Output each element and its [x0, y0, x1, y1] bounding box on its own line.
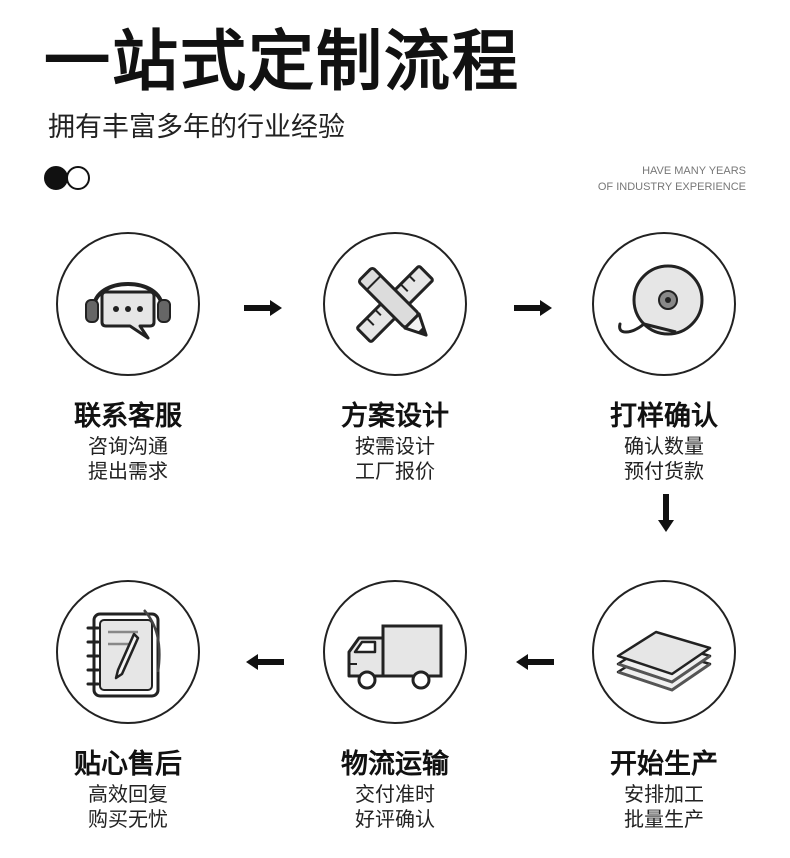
step-desc-line2: 预付货款	[624, 459, 704, 483]
step-desc-line2: 批量生产	[624, 807, 704, 831]
step-icon-circle	[323, 580, 467, 724]
paper-stack-icon	[616, 630, 712, 692]
step-desc-line2: 购买无忧	[88, 807, 168, 831]
page-subtitle: 拥有丰富多年的行业经验	[48, 112, 345, 143]
step-plan-design: 方案设计 按需设计 工厂报价	[295, 232, 495, 484]
step-title: 物流运输	[341, 749, 449, 780]
step-contact-service: 联系客服 咨询沟通 提出需求	[28, 232, 228, 484]
step-desc-line1: 交付准时	[355, 782, 435, 806]
step-desc-line1: 高效回复	[88, 782, 168, 806]
outline-dot-icon	[66, 166, 90, 190]
step-title: 打样确认	[610, 401, 718, 432]
step-desc-line1: 咨询沟通	[88, 434, 168, 458]
step-icon-circle	[592, 580, 736, 724]
step-desc-line1: 按需设计	[355, 434, 435, 458]
step-desc-line2: 工厂报价	[355, 459, 435, 483]
step-icon-circle	[592, 232, 736, 376]
step-desc-line1: 确认数量	[624, 434, 704, 458]
arrow-right-icon	[514, 300, 552, 316]
step-icon-circle	[56, 232, 200, 376]
step-title: 方案设计	[341, 401, 449, 432]
tape-measure-icon	[618, 264, 704, 336]
step-logistics: 物流运输 交付准时 好评确认	[295, 580, 495, 832]
decorative-dots	[44, 166, 94, 192]
notebook-icon	[86, 609, 161, 698]
step-desc-line1: 安排加工	[624, 782, 704, 806]
step-icon-circle	[56, 580, 200, 724]
headset-chat-icon	[85, 282, 171, 340]
pencil-ruler-icon	[356, 265, 434, 343]
step-title: 开始生产	[610, 749, 718, 780]
english-tagline-line1: HAVE MANY YEARS	[642, 165, 746, 177]
delivery-truck-icon	[347, 624, 443, 690]
step-desc-line2: 提出需求	[88, 459, 168, 483]
page-title: 一站式定制流程	[44, 23, 520, 100]
english-tagline-line2: OF INDUSTRY EXPERIENCE	[597, 181, 746, 193]
step-sample-confirm: 打样确认 确认数量 预付货款	[564, 232, 764, 484]
arrow-down-icon	[658, 494, 674, 532]
step-desc-line2: 好评确认	[355, 807, 435, 831]
step-title: 贴心售后	[74, 749, 182, 780]
arrow-left-icon	[246, 654, 284, 670]
step-after-sales: 贴心售后 高效回复 购买无忧	[28, 580, 228, 832]
arrow-right-icon	[244, 300, 282, 316]
step-title: 联系客服	[74, 401, 182, 432]
step-icon-circle	[323, 232, 467, 376]
filled-dot-icon	[44, 166, 68, 190]
step-start-production: 开始生产 安排加工 批量生产	[564, 580, 764, 832]
english-tagline: HAVE MANY YEARS OF INDUSTRY EXPERIENCE	[598, 163, 746, 195]
arrow-left-icon	[516, 654, 554, 670]
